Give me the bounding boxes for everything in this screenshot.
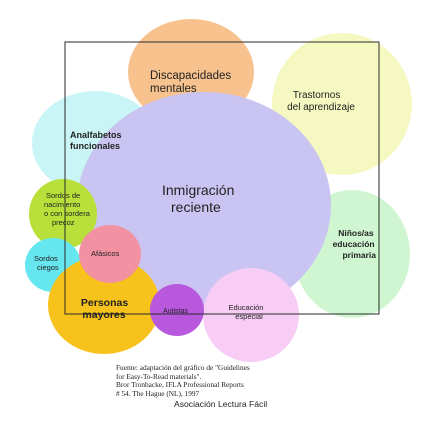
caption-line: Fuente: adaptación del gráfico de "Guide…: [116, 363, 250, 372]
label-line: especial: [235, 312, 263, 321]
label-line: o con sordera: [44, 209, 91, 218]
label-line: nacimiento: [44, 200, 80, 209]
circle-sordos-nacimiento: [29, 179, 97, 249]
label-line: educación: [333, 239, 375, 249]
circle-educacion-especial: [203, 268, 299, 362]
caption-line: Bror Tronbacke, IFLA Professional Report…: [116, 380, 244, 390]
label-line: Discapacidades: [150, 70, 231, 82]
frame: [64, 41, 380, 315]
label-line: Inmigración: [162, 182, 234, 198]
label-personas-mayores: Personas mayores: [81, 297, 131, 321]
circle-autistas: [150, 284, 204, 336]
label-line: del aprendizaje: [287, 102, 355, 113]
caption-line: # 54. The Hague (NL), 1997: [116, 388, 200, 398]
circle-afasicos: [79, 225, 141, 283]
circle-personas-mayores: [48, 256, 160, 354]
label-ninos-primaria: Niños/as educación primaria: [333, 228, 377, 260]
label-inmigracion: Inmigración reciente: [162, 182, 238, 215]
caption-line: for Easy-To-Read materials".: [116, 371, 202, 381]
source-caption: Fuente: adaptación del gráfico de "Guide…: [116, 363, 416, 410]
label-afasicos: Afásicos: [91, 249, 120, 258]
label-line: mayores: [82, 309, 125, 321]
label-analfabetos: Analfabetos funcionales: [70, 130, 124, 151]
caption-organization: Asociación Lectura Fácil: [174, 399, 268, 410]
label-line: ciegos: [37, 263, 59, 272]
label-line: Personas: [81, 297, 128, 309]
label-line: reciente: [171, 199, 221, 215]
label-line: Trastornos: [293, 90, 340, 101]
label-line: mentales: [150, 83, 197, 95]
label-line: primaria: [342, 250, 376, 260]
label-discapacidades: Discapacidades mentales: [150, 70, 234, 95]
label-educacion-especial: Educación especial: [228, 303, 265, 321]
label-line: Niños/as: [338, 228, 374, 238]
circle-inmigracion: [77, 92, 331, 318]
label-line: Analfabetos: [70, 130, 122, 140]
label-sordos-nacimiento: Sordos de nacimiento o con sordera preco…: [44, 191, 92, 227]
label-line: Sordos de: [46, 191, 80, 200]
label-line: Educación: [228, 303, 263, 312]
label-line: precoz: [52, 218, 75, 227]
label-trastornos: Trastornos del aprendizaje: [287, 90, 355, 113]
label-line: funcionales: [70, 141, 120, 151]
label-line: Sordos: [34, 254, 58, 263]
label-sordos-ciegos: Sordos ciegos: [34, 254, 60, 272]
label-autistas: Autistas: [163, 308, 188, 315]
